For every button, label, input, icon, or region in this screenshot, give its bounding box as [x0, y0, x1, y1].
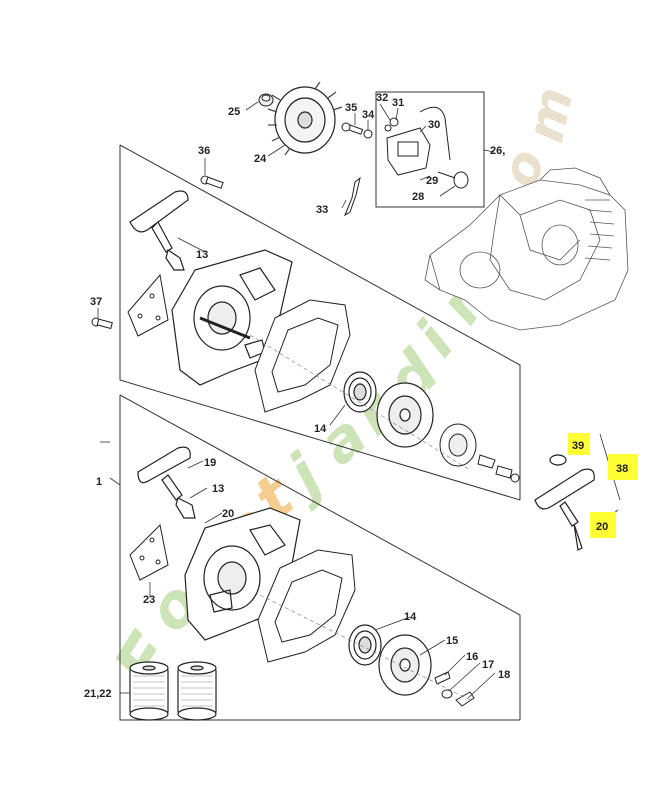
callout-24: 24	[254, 153, 267, 165]
callout-34: 34	[362, 109, 375, 121]
callout-13-upper: 13	[196, 249, 208, 261]
upper-rope-rotor-part	[376, 382, 434, 448]
upper-assembly-frame	[119, 144, 521, 501]
callout-15: 15	[446, 635, 458, 647]
callout-1: 1	[96, 476, 102, 488]
callout-26: 26,	[490, 145, 505, 157]
highlight-38	[608, 454, 638, 480]
callout-32: 32	[376, 92, 388, 104]
callout-17: 17	[482, 659, 494, 671]
lower-spring-part	[348, 624, 382, 666]
small-parts-16-18	[434, 671, 475, 707]
lower-starter-housing-part	[184, 507, 301, 641]
upper-disc-part	[127, 273, 169, 337]
screw-37-part	[91, 317, 113, 330]
rope-spools-part	[129, 661, 217, 721]
lower-fan-cover-part	[257, 549, 356, 663]
callout-14-lower: 14	[404, 611, 417, 623]
highlight-39	[568, 433, 590, 455]
callout-35: 35	[345, 102, 357, 114]
upper-starter-handle-part	[129, 190, 189, 271]
lower-starter-handle-part	[137, 446, 196, 519]
guide-lines	[249, 334, 471, 701]
lower-assembly-frame	[119, 394, 521, 721]
replacement-handle-part	[534, 454, 595, 551]
upper-fan-cover-part	[254, 299, 351, 413]
highlight-boxes	[568, 433, 638, 538]
callout-31: 31	[392, 97, 404, 109]
screw-35-part	[341, 122, 373, 139]
callout-39: 39	[572, 440, 584, 452]
upper-spring-part	[343, 371, 377, 413]
callout-28: 28	[412, 191, 424, 203]
callout-20-highlight: 20	[596, 521, 608, 533]
callout-37: 37	[90, 296, 102, 308]
screw-36-part	[200, 175, 224, 189]
ignition-module-part	[384, 106, 469, 189]
callout-13-lower: 13	[212, 483, 224, 495]
callout-20: 20	[222, 508, 234, 520]
lower-disc-part	[129, 523, 169, 581]
callout-19: 19	[204, 457, 216, 469]
callout-33: 33	[316, 204, 328, 216]
callout-21-22: 21,22	[84, 688, 112, 700]
bracket-33-part	[343, 176, 361, 217]
flywheel-part	[267, 81, 343, 156]
upper-pawl-rotor-part	[439, 423, 520, 483]
nut-part	[258, 93, 274, 107]
highlight-20	[590, 512, 616, 538]
engine-block	[424, 167, 629, 331]
svg-text:m: m	[515, 82, 585, 147]
callout-14-upper: 14	[314, 423, 327, 435]
callout-29: 29	[426, 175, 438, 187]
callout-36: 36	[198, 145, 210, 157]
lower-rope-rotor-part	[378, 634, 432, 696]
callout-30: 30	[428, 119, 440, 131]
callout-38: 38	[616, 463, 628, 475]
ignition-box	[375, 91, 485, 208]
callout-25: 25	[228, 106, 240, 118]
callouts: 1 13 13 14 14 15 16 17 18 19 20 21,22 23…	[84, 92, 628, 700]
callout-18: 18	[498, 669, 510, 681]
callout-16: 16	[466, 651, 478, 663]
callout-23: 23	[143, 594, 155, 606]
